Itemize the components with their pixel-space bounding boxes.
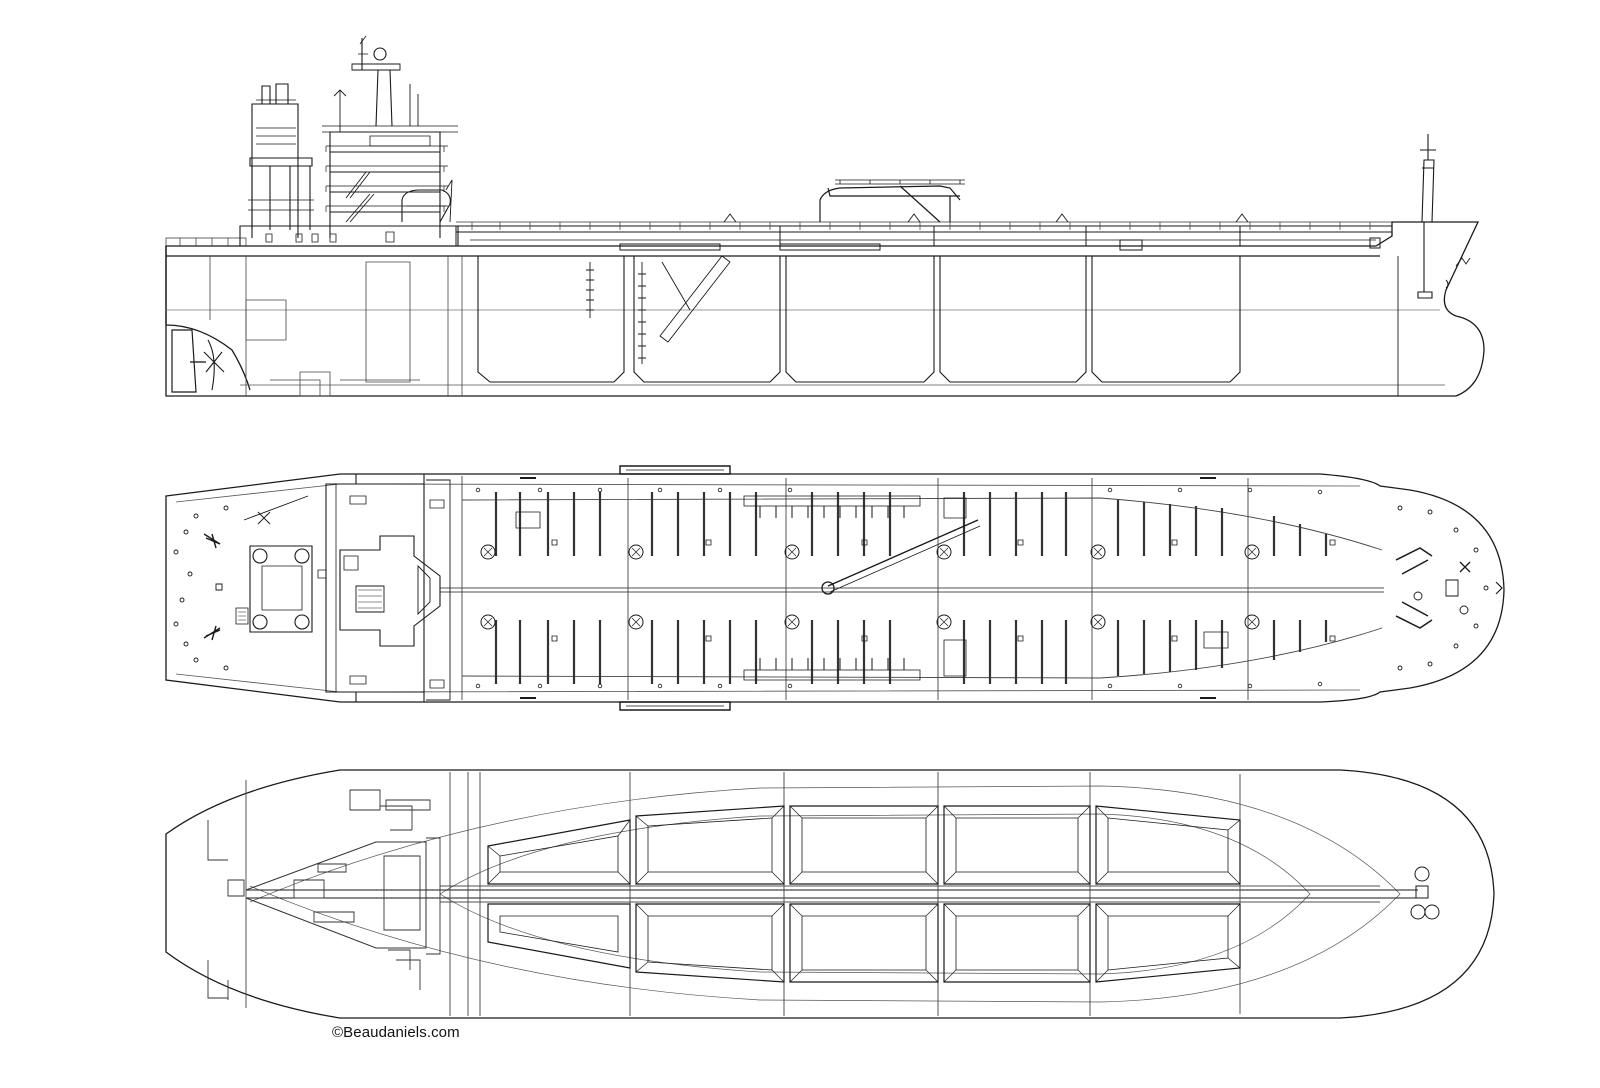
profile-view <box>166 36 1484 396</box>
bow-mooring <box>1396 506 1502 670</box>
copyright-text: ©Beaudaniels.com <box>332 1024 460 1041</box>
aft-mooring <box>174 506 228 670</box>
deck-plan-view <box>166 466 1504 710</box>
engine-room-plan <box>208 790 440 1000</box>
deck-beams <box>496 492 1326 684</box>
deck-catwalk <box>456 226 1392 250</box>
foremast <box>1418 134 1470 298</box>
tank-bulkheads <box>478 256 1398 396</box>
ladders <box>586 256 730 364</box>
bow-tanks <box>1411 867 1439 919</box>
hull-outline <box>166 222 1484 396</box>
cargo-manifold <box>744 496 980 680</box>
accommodation-plan <box>236 474 450 702</box>
deck-fittings <box>476 478 1335 698</box>
engine-room-lines <box>210 256 462 396</box>
tank-plan-outline <box>166 770 1494 1018</box>
tank-panels <box>488 806 1240 982</box>
superstructure <box>240 36 458 246</box>
manifold-crane <box>820 180 965 222</box>
deck-outline <box>166 474 1504 702</box>
tank-plan-view <box>166 770 1494 1018</box>
side-racks <box>620 466 730 710</box>
tank-hatches <box>481 545 1259 629</box>
